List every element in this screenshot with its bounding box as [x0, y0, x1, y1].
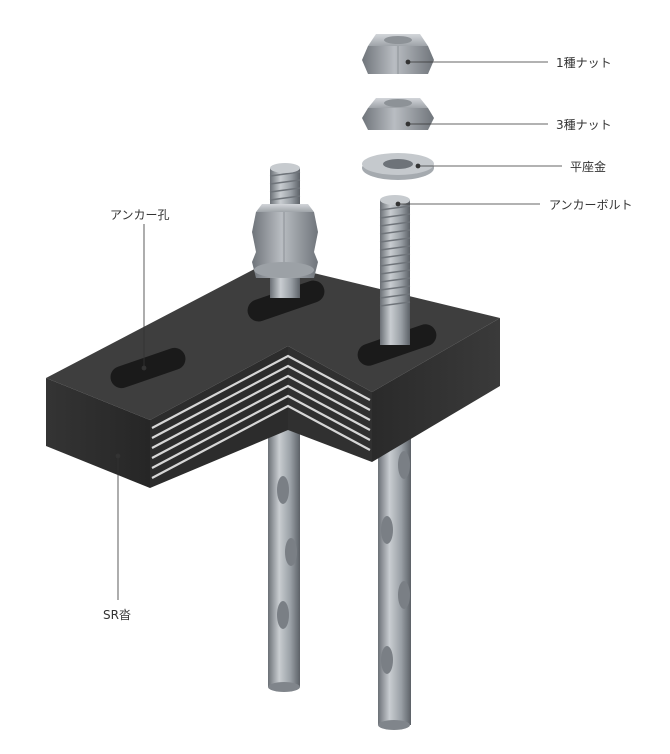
label-nut-type3: 3種ナット — [556, 118, 612, 132]
anchor-rod-left-lower — [268, 425, 300, 692]
block-front-face — [46, 378, 150, 488]
label-flat-washer: 平座金 — [570, 160, 607, 174]
anchor-hole-slot — [110, 347, 186, 389]
label-anchor-hole: アンカー孔 — [110, 208, 170, 222]
laminate-layers — [151, 354, 371, 479]
anchor-bolt-right-upper — [379, 195, 411, 345]
label-sr-shoe: SR沓 — [103, 608, 131, 622]
anchor-rod-right-lower — [378, 425, 411, 730]
label-nut-type1: 1種ナット — [556, 56, 612, 70]
nut-type3 — [362, 98, 434, 130]
label-anchor-bolt: アンカーボルト — [549, 198, 633, 212]
nut-type1 — [362, 34, 434, 74]
leader-lines — [115, 59, 562, 600]
block-side-face — [372, 318, 500, 462]
anchor-bolt-installed — [252, 163, 318, 298]
flat-washer — [362, 153, 434, 180]
